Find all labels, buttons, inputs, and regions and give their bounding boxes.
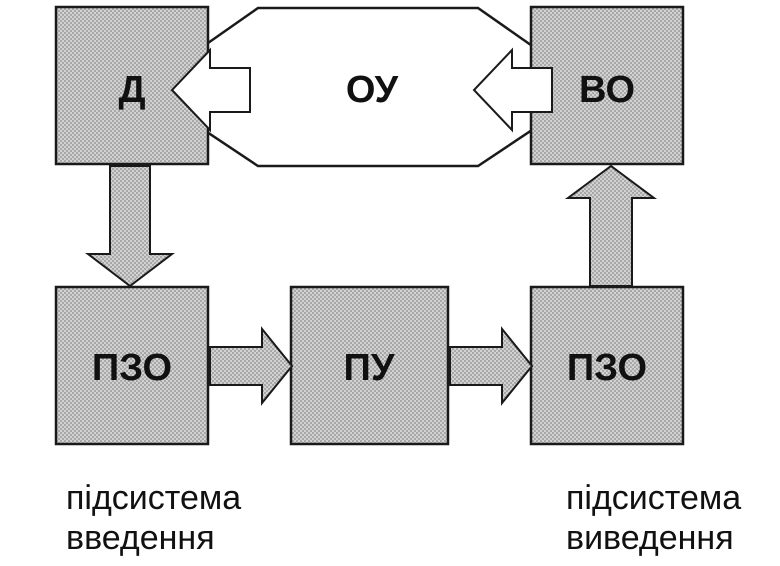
input-caption-line1: підсистема [66,479,242,517]
d-label: Д [118,69,145,111]
arrow-pzo-input-to-pu [209,326,294,406]
output-subsystem-caption: підсистема виведення [566,478,741,558]
ou-label: ОУ [346,69,399,111]
output-caption-line2: виведення [566,519,734,557]
vo-label: ВО [579,69,635,111]
pu-label: ПУ [344,347,395,389]
arrow-vo-to-ou [472,47,553,133]
arrow-d-to-pzo-input [85,165,175,288]
input-subsystem-caption: підсистема введення [66,478,241,558]
arrow-pu-to-pzo-output [449,326,534,406]
pu-block [289,285,450,446]
arrow-ou-to-d [170,47,251,133]
input-caption-line2: введення [66,519,215,557]
pzo-input-block [54,285,210,446]
pzo-input-label: ПЗО [92,347,172,389]
pzo-output-label: ПЗО [567,347,647,389]
output-caption-line1: підсистема [566,479,742,517]
arrow-pzo-output-to-vo [564,164,658,287]
